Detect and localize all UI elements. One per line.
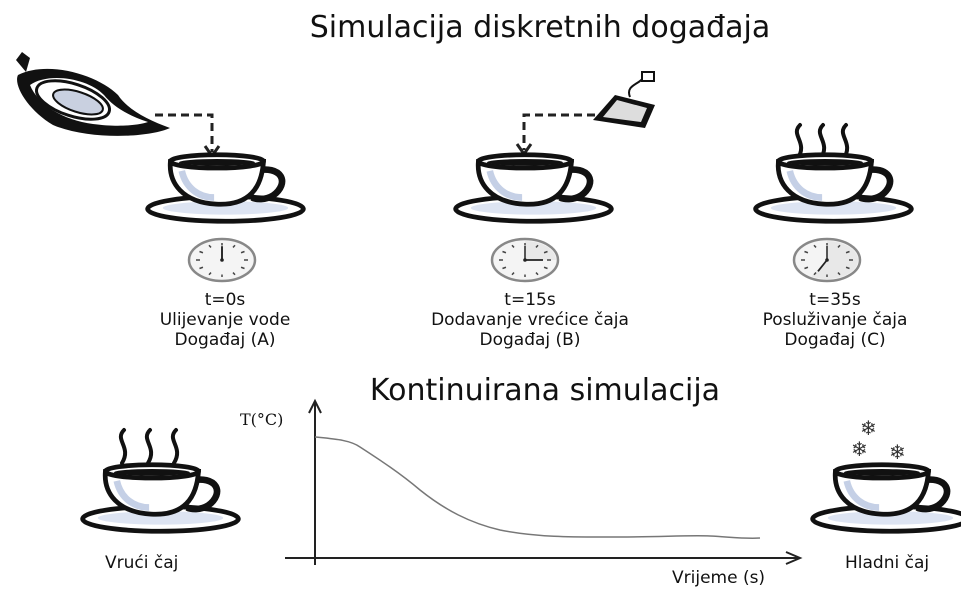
title-discrete: Simulacija diskretnih događaja	[309, 10, 771, 45]
cold-tea-label: Hladni čaj	[845, 553, 930, 573]
x-axis-label: Vrijeme (s)	[672, 568, 766, 588]
event-a-caption: t=0s Ulijevanje vode Događaj (A)	[125, 290, 325, 350]
snowflake-icon: ❄	[860, 416, 877, 440]
clock-icon	[490, 237, 560, 283]
y-axis-label: T(°C)	[240, 410, 284, 429]
hot-tea-label: Vrući čaj	[105, 553, 179, 573]
snowflake-icon: ❄	[851, 437, 868, 461]
snowflake-icon: ❄	[889, 440, 906, 464]
event-a-label: Događaj (A)	[174, 330, 276, 350]
event-b-time: t=15s	[504, 290, 556, 310]
temperature-graph	[285, 398, 803, 565]
kettle-icon	[16, 52, 170, 136]
event-b-caption: t=15s Dodavanje vrećice čaja Događaj (B)	[405, 290, 655, 350]
teacup-icon	[145, 152, 306, 224]
teacup-icon	[453, 152, 614, 224]
event-b-description: Dodavanje vrećice čaja	[431, 310, 629, 330]
event-c-time: t=35s	[809, 290, 861, 310]
event-b-label: Događaj (B)	[479, 330, 581, 350]
tea-bag-icon	[593, 71, 655, 128]
event-a-time: t=0s	[204, 290, 246, 310]
teacup-icon	[80, 462, 241, 534]
event-c-description: Posluživanje čaja	[762, 310, 908, 330]
title-continuous: Kontinuirana simulacija	[369, 373, 721, 408]
cooling-curve	[314, 436, 761, 539]
event-c-label: Događaj (C)	[784, 330, 886, 350]
clock-icon	[187, 237, 257, 283]
event-c-caption: t=35s Posluživanje čaja Događaj (C)	[735, 290, 935, 350]
teacup-icon	[753, 152, 914, 224]
hot-steam-icon	[118, 428, 180, 465]
event-a-description: Ulijevanje vode	[159, 310, 291, 330]
clock-icon	[792, 237, 862, 283]
teacup-icon	[810, 462, 961, 534]
